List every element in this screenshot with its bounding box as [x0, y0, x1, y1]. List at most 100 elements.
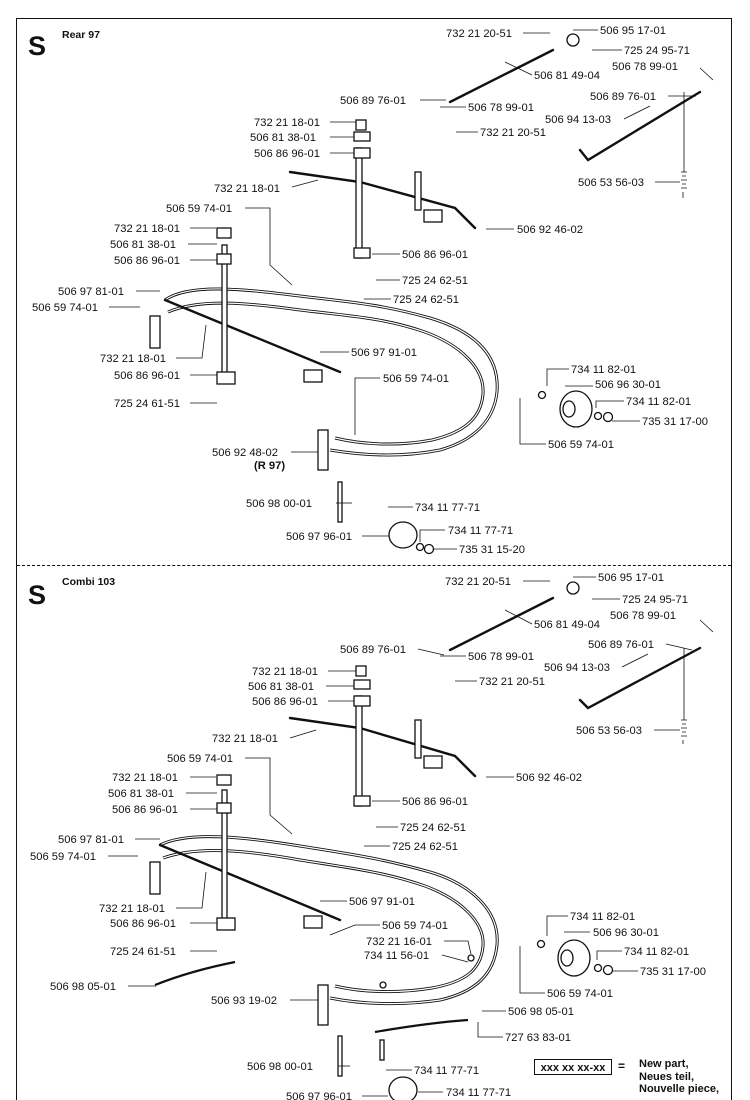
part-label: 734 11 82-01	[570, 911, 635, 923]
clamp-block-icon	[353, 247, 371, 259]
clamp-block-icon	[353, 795, 371, 807]
part-label: 734 11 77-71	[414, 1065, 479, 1077]
new-part-legend-text: New part, Neues teil, Nouvelle piece,	[639, 1058, 720, 1095]
part-label: 506 86 96-01	[110, 918, 176, 930]
part-label: 506 59 74-01	[382, 920, 448, 932]
roller-wheel-icon	[557, 939, 591, 977]
new-part-legend-equals: =	[618, 1059, 626, 1073]
part-label: 506 98 00-01	[246, 498, 312, 510]
part-label: 506 86 96-01	[114, 370, 180, 382]
clamp-block-icon	[303, 915, 323, 929]
nut-icon	[355, 119, 367, 131]
clamp-block-icon	[303, 369, 323, 383]
clamp-block-icon	[216, 802, 232, 814]
roller-hub-icon	[560, 949, 574, 967]
section-letter-combi-103: S	[28, 580, 47, 610]
part-label: 506 95 17-01	[600, 25, 666, 37]
part-label: 734 11 82-01	[626, 396, 691, 408]
clamp-block-icon	[353, 147, 371, 159]
clamp-block-icon	[423, 209, 443, 223]
new-part-legend-code: xxx xx xx-xx	[534, 1059, 612, 1075]
part-label: 506 97 81-01	[58, 834, 124, 846]
washer-icon	[415, 542, 425, 552]
part-label: 506 53 56-03	[576, 725, 642, 737]
part-label: 725 24 95-71	[624, 45, 690, 57]
roller-wheel-icon	[388, 521, 418, 549]
bracket-plate-icon	[216, 774, 232, 786]
part-label: 732 21 20-51	[479, 676, 545, 688]
clamp-block-icon	[423, 755, 443, 769]
part-label: 506 92 46-02	[517, 224, 583, 236]
part-label: 725 24 62-51	[400, 822, 466, 834]
washer-icon	[593, 411, 603, 421]
part-label: 506 78 99-01	[610, 610, 676, 622]
part-label: 732 21 18-01	[214, 183, 280, 195]
part-label: 506 97 81-01	[58, 286, 124, 298]
pivot-bracket-icon	[566, 33, 580, 47]
part-label: 506 98 05-01	[50, 981, 116, 993]
part-label: 506 86 96-01	[254, 148, 320, 160]
scraper-strip-icon	[154, 960, 236, 987]
spring-rod-icon	[578, 646, 702, 710]
vertical-bolt-icon	[355, 147, 363, 259]
front-bracket-icon	[317, 429, 329, 471]
part-label: 506 97 96-01	[286, 531, 352, 543]
roller-wheel-icon	[559, 390, 593, 428]
mount-bracket-icon	[414, 171, 422, 211]
combi-frame-tube	[159, 835, 499, 1006]
lift-arm-rod-icon	[288, 170, 477, 230]
part-label: 506 81 38-01	[108, 788, 174, 800]
clamp-block-icon	[216, 371, 236, 385]
spring-icon	[681, 648, 687, 744]
part-label: 734 11 77-71	[415, 502, 480, 514]
scraper-strip-icon	[374, 1018, 469, 1034]
part-label: 506 92 46-02	[516, 772, 582, 784]
section-divider	[17, 565, 731, 566]
part-label: 725 24 62-51	[402, 275, 468, 287]
part-label: 732 21 18-01	[114, 223, 180, 235]
link-rod-icon	[448, 48, 555, 104]
part-label: 735 31 15-20	[459, 544, 525, 556]
nut-icon	[355, 665, 367, 677]
assembly-rear-97	[149, 33, 702, 555]
part-label: 725 24 62-51	[392, 841, 458, 853]
washer-icon	[467, 954, 475, 962]
part-label: 725 24 61-51	[114, 398, 180, 410]
part-label: 506 97 91-01	[349, 896, 415, 908]
bracket-plate-icon	[353, 679, 371, 690]
bracket-plate-icon	[216, 227, 232, 239]
bolt-icon	[379, 1039, 385, 1061]
spring-icon	[681, 92, 687, 198]
washer-icon	[536, 939, 546, 949]
part-label: 506 96 30-01	[593, 927, 659, 939]
lock-nut-icon	[602, 964, 614, 976]
part-label: 506 81 38-01	[248, 681, 314, 693]
part-label: 506 97 96-01	[286, 1091, 352, 1100]
clamp-block-icon	[353, 695, 371, 707]
part-label: 734 11 77-71	[446, 1087, 511, 1099]
part-label: 506 81 38-01	[250, 132, 316, 144]
part-label: 734 11 77-71	[448, 525, 513, 537]
part-label: 732 21 16-01	[366, 936, 432, 948]
part-label-note: (R 97)	[254, 460, 285, 472]
part-label: 506 81 49-04	[534, 619, 600, 631]
washer-icon	[379, 981, 387, 989]
part-label: 732 21 18-01	[112, 772, 178, 784]
part-label: 506 96 30-01	[595, 379, 661, 391]
bracket-plate-icon	[353, 131, 371, 142]
part-label: 735 31 17-00	[640, 966, 706, 978]
part-label: 506 86 96-01	[112, 804, 178, 816]
diagram-frame	[16, 18, 732, 1100]
labels-combi-103: 732 21 20-51 506 95 17-01 725 24 95-71 5…	[30, 572, 714, 1100]
axle-bolt-icon	[337, 481, 343, 523]
roller-wheel-icon	[388, 1076, 418, 1100]
part-label: 506 95 17-01	[598, 572, 664, 584]
part-label: 725 24 61-51	[110, 946, 176, 958]
part-label: 506 89 76-01	[590, 91, 656, 103]
part-label: 735 31 17-00	[642, 416, 708, 428]
part-label: 732 21 18-01	[212, 733, 278, 745]
axle-bolt-icon	[337, 1035, 343, 1077]
part-label: 506 98 05-01	[508, 1006, 574, 1018]
